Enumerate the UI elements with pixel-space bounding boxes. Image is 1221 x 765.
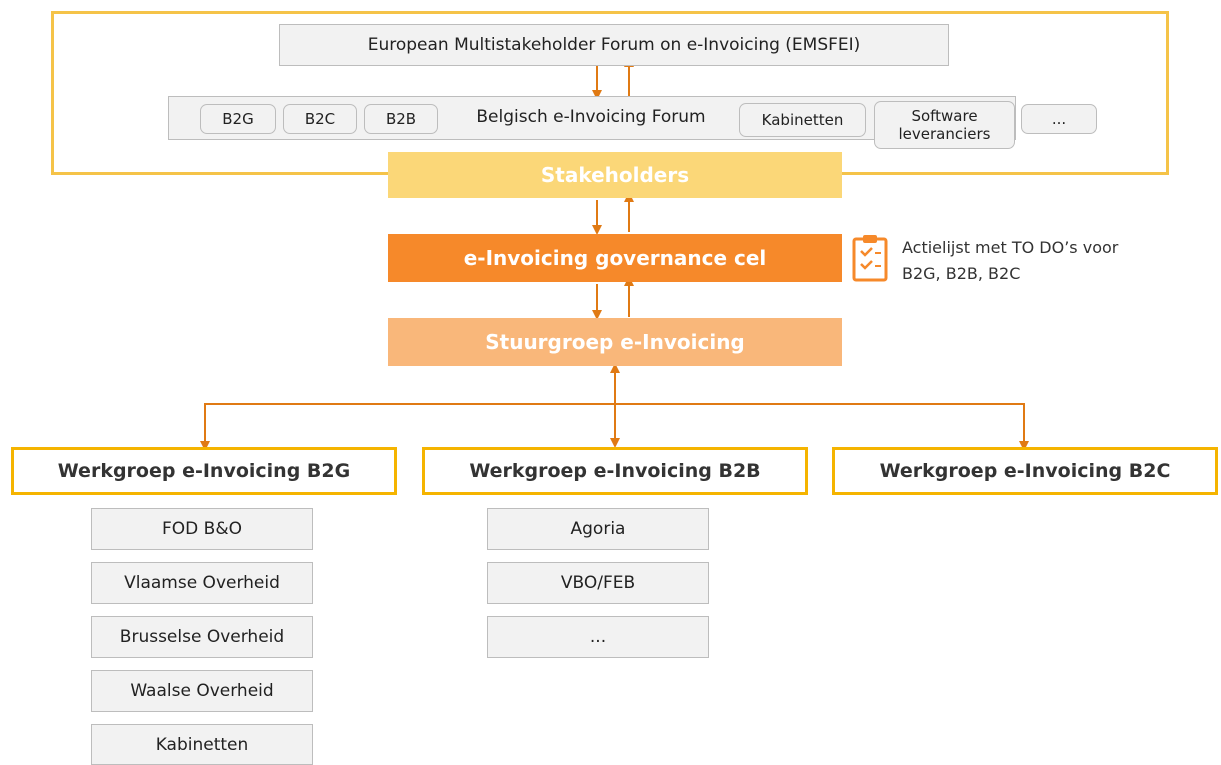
pill-kabinetten-label: Kabinetten xyxy=(761,111,844,129)
pill-b2g: B2G xyxy=(200,104,276,134)
b2g-member-label: Kabinetten xyxy=(155,734,249,755)
pill-software-line2: leveranciers xyxy=(898,125,991,143)
emsfei-label: European Multistakeholder Forum on e-Inv… xyxy=(367,35,861,55)
belgian-forum-label: Belgisch e-Invoicing Forum xyxy=(476,107,706,127)
pill-b2c-label: B2C xyxy=(304,110,336,128)
b2g-member: Vlaamse Overheid xyxy=(91,562,313,604)
stakeholders-band: Stakeholders xyxy=(388,152,842,198)
b2g-member-label: Brusselse Overheid xyxy=(119,627,285,647)
workgroup-b2g-title: Werkgroep e-Invoicing B2G xyxy=(57,460,351,482)
b2b-member-label: Agoria xyxy=(570,519,626,539)
action-list-note: Actielijst met TO DO’s voor B2G, B2B, B2… xyxy=(902,235,1202,287)
pill-b2g-label: B2G xyxy=(222,110,254,128)
pill-more: ... xyxy=(1021,104,1097,134)
governance-cel-band: e-Invoicing governance cel xyxy=(388,234,842,282)
b2b-member-label: VBO/FEB xyxy=(560,573,636,593)
pill-software-leveranciers: Software leveranciers xyxy=(874,101,1015,149)
b2b-member: Agoria xyxy=(487,508,709,550)
pill-kabinetten: Kabinetten xyxy=(739,103,866,137)
stuurgroep-band: Stuurgroep e-Invoicing xyxy=(388,318,842,366)
b2g-member-label: Waalse Overheid xyxy=(130,681,274,701)
clipboard-checklist-icon xyxy=(851,233,891,283)
workgroup-b2g: Werkgroep e-Invoicing B2G xyxy=(11,447,397,495)
b2g-member-label: Vlaamse Overheid xyxy=(124,573,280,593)
b2g-member-label: FOD B&O xyxy=(162,519,242,539)
b2b-member: ... xyxy=(487,616,709,658)
emsfei-box: European Multistakeholder Forum on e-Inv… xyxy=(279,24,949,66)
workgroup-b2c: Werkgroep e-Invoicing B2C xyxy=(832,447,1218,495)
pill-more-label: ... xyxy=(1051,110,1067,128)
workgroup-b2b: Werkgroep e-Invoicing B2B xyxy=(422,447,808,495)
b2g-member: Kabinetten xyxy=(91,724,313,765)
pill-b2b-label: B2B xyxy=(385,110,417,128)
workgroup-b2c-title: Werkgroep e-Invoicing B2C xyxy=(879,460,1171,482)
pill-b2b: B2B xyxy=(364,104,438,134)
stakeholders-label: Stakeholders xyxy=(540,163,690,187)
action-list-line1: Actielijst met TO DO’s voor xyxy=(902,238,1119,257)
b2g-member: FOD B&O xyxy=(91,508,313,550)
pill-software-line1: Software xyxy=(911,107,978,125)
b2b-member-label: ... xyxy=(589,627,607,647)
governance-cel-label: e-Invoicing governance cel xyxy=(463,246,767,270)
workgroup-b2b-title: Werkgroep e-Invoicing B2B xyxy=(469,460,761,482)
b2g-member: Waalse Overheid xyxy=(91,670,313,712)
pill-b2c: B2C xyxy=(283,104,357,134)
stuurgroep-label: Stuurgroep e-Invoicing xyxy=(485,330,745,354)
b2g-member: Brusselse Overheid xyxy=(91,616,313,658)
action-list-line2: B2G, B2B, B2C xyxy=(902,264,1021,283)
b2b-member: VBO/FEB xyxy=(487,562,709,604)
